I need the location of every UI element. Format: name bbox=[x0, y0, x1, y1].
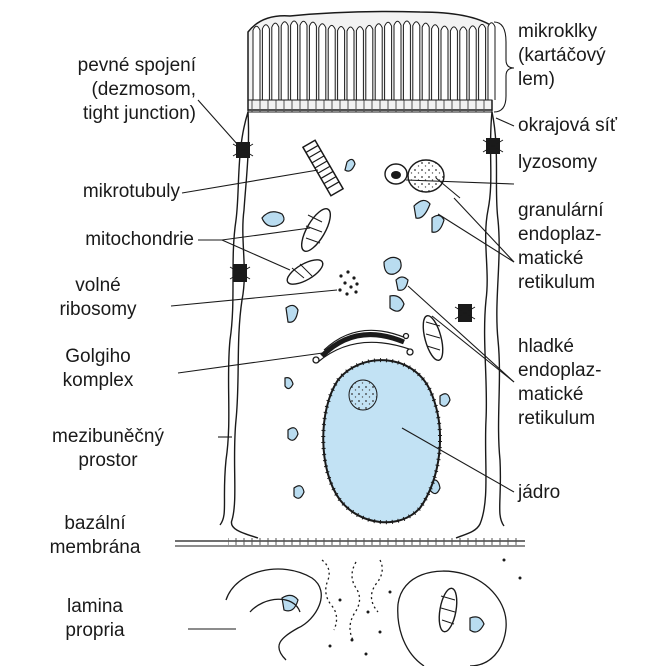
label-rough-er-line2: endoplaz- bbox=[518, 223, 604, 247]
label-rough-er-line3: matické bbox=[518, 247, 604, 271]
label-nucleus-line1: jádro bbox=[518, 481, 560, 505]
label-mitochondria: mitochondrie bbox=[0, 228, 194, 252]
label-lamina-propria-line2: propria bbox=[0, 619, 190, 643]
desmosomes bbox=[230, 138, 503, 322]
label-microtubules-line1: mikrotubuly bbox=[0, 180, 180, 204]
microvillus bbox=[385, 22, 392, 100]
label-smooth-er: hladké endoplaz- matické retikulum bbox=[518, 335, 601, 431]
label-terminal-web-line1: okrajová síť bbox=[518, 114, 617, 138]
label-lysosomes: lyzosomy bbox=[518, 151, 597, 175]
microvillus bbox=[460, 27, 467, 100]
label-lamina-propria: lamina propria bbox=[0, 595, 190, 643]
microvillus bbox=[394, 21, 401, 100]
label-desmosome-line3: tight junction) bbox=[0, 102, 196, 126]
label-free-ribosomes-line1: volné bbox=[0, 274, 196, 298]
nucleus bbox=[323, 360, 440, 522]
microvillus bbox=[356, 27, 363, 100]
microvillus bbox=[347, 27, 354, 100]
microtubules bbox=[303, 140, 343, 195]
label-free-ribosomes-line2: ribosomy bbox=[0, 298, 196, 322]
microvillus bbox=[432, 25, 439, 100]
label-free-ribosomes: volné ribosomy bbox=[0, 274, 196, 322]
label-basement-membrane-line2: membrána bbox=[0, 536, 190, 560]
label-microvilli-line2: (kartáčový bbox=[518, 44, 606, 68]
label-mitochondria-line1: mitochondrie bbox=[0, 228, 194, 252]
microvillus bbox=[488, 23, 495, 100]
label-golgi-line2: komplex bbox=[0, 369, 196, 393]
lysosomes bbox=[385, 160, 444, 192]
label-terminal-web: okrajová síť bbox=[518, 114, 617, 138]
microvillus bbox=[338, 27, 345, 100]
lamina-propria-tissue bbox=[226, 560, 506, 666]
label-nucleus: jádro bbox=[518, 481, 560, 505]
label-microvilli-line1: mikroklky bbox=[518, 20, 606, 44]
label-microvilli-line3: lem) bbox=[518, 68, 606, 92]
microvillus bbox=[253, 26, 260, 100]
label-golgi: Golgiho komplex bbox=[0, 345, 196, 393]
label-desmosome-line2: (dezmosom, bbox=[0, 78, 196, 102]
label-smooth-er-line3: matické bbox=[518, 383, 601, 407]
label-basement-membrane-line1: bazální bbox=[0, 512, 190, 536]
label-smooth-er-line4: retikulum bbox=[518, 407, 601, 431]
label-desmosome-line1: pevné spojení bbox=[0, 54, 196, 78]
microvillus bbox=[441, 26, 448, 100]
microvillus bbox=[300, 21, 307, 100]
label-lamina-propria-line1: lamina bbox=[0, 595, 190, 619]
leader-lines bbox=[171, 22, 514, 629]
label-basement-membrane: bazální membrána bbox=[0, 512, 190, 560]
golgi-complex bbox=[313, 330, 413, 363]
microvillus bbox=[328, 25, 335, 100]
microvillus bbox=[422, 23, 429, 100]
label-rough-er-line4: retikulum bbox=[518, 271, 604, 295]
label-intercellular-space: mezibuněčný prostor bbox=[0, 425, 216, 473]
microvillus bbox=[469, 26, 476, 100]
basement-membrane bbox=[175, 538, 525, 546]
label-golgi-line1: Golgiho bbox=[0, 345, 196, 369]
microvillus bbox=[272, 23, 279, 100]
microvillus bbox=[375, 24, 382, 100]
microvillus bbox=[309, 22, 316, 100]
microvillus bbox=[262, 25, 269, 100]
microvillus bbox=[319, 24, 326, 100]
microvillus bbox=[403, 21, 410, 100]
label-smooth-er-line2: endoplaz- bbox=[518, 359, 601, 383]
microvillus bbox=[479, 24, 486, 100]
label-microvilli: mikroklky (kartáčový lem) bbox=[518, 20, 606, 92]
label-rough-er-line1: granulární bbox=[518, 199, 604, 223]
label-microtubules: mikrotubuly bbox=[0, 180, 180, 204]
microvillus bbox=[413, 22, 420, 100]
microvilli-brush-border bbox=[248, 12, 495, 113]
label-lysosomes-line1: lyzosomy bbox=[518, 151, 597, 175]
label-smooth-er-line1: hladké bbox=[518, 335, 601, 359]
microvillus bbox=[281, 22, 288, 100]
label-intercellular-space-line2: prostor bbox=[0, 449, 216, 473]
label-intercellular-space-line1: mezibuněčný bbox=[0, 425, 216, 449]
label-desmosome: pevné spojení (dezmosom, tight junction) bbox=[0, 54, 196, 126]
free-ribosomes bbox=[338, 270, 358, 295]
microvillus bbox=[291, 21, 298, 100]
microvillus bbox=[366, 25, 373, 100]
label-rough-er: granulární endoplaz- matické retikulum bbox=[518, 199, 604, 295]
microvillus bbox=[450, 27, 457, 100]
